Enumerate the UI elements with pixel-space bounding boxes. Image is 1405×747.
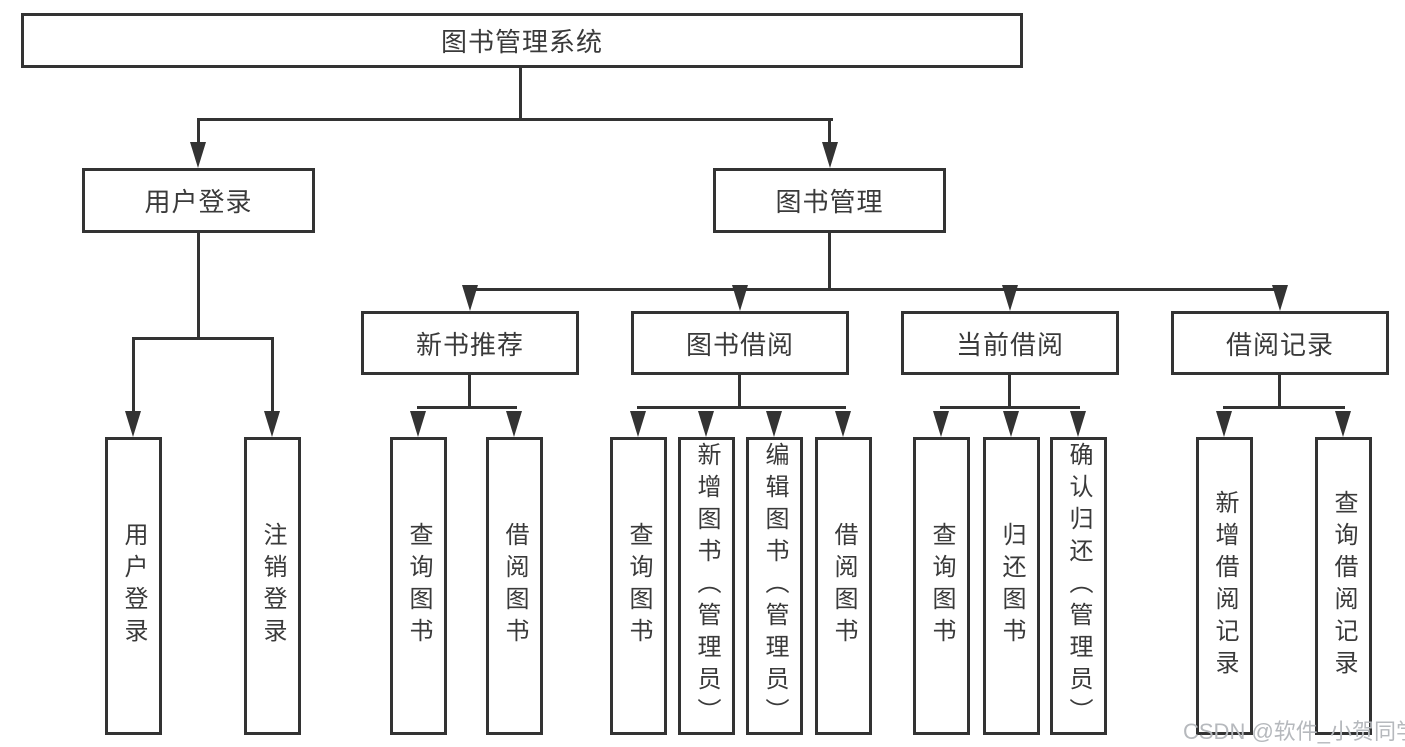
connector-line xyxy=(197,118,833,121)
arrow-down-icon xyxy=(506,411,522,437)
arrow-down-icon xyxy=(766,411,782,437)
connector-line xyxy=(197,232,200,340)
arrow-down-icon xyxy=(698,411,714,437)
leaf-records-add-borrow-record: 新增借阅记录 xyxy=(1196,437,1253,735)
arrow-down-icon xyxy=(1002,285,1018,311)
connector-line xyxy=(468,288,1282,291)
arrow-down-icon xyxy=(1272,285,1288,311)
connector-line xyxy=(519,68,522,121)
leaf-recommend-borrow-books: 借阅图书 xyxy=(486,437,543,735)
connector-line xyxy=(271,337,274,415)
leaf-user-login: 用户登录 xyxy=(105,437,162,735)
leaf-borrow-add-books-admin: 新增图书（管理员） xyxy=(678,437,735,735)
leaf-current-confirm-return-admin: 确认归还（管理员） xyxy=(1050,437,1107,735)
node-book-management: 图书管理 xyxy=(713,168,946,233)
connector-line xyxy=(468,374,471,409)
connector-line xyxy=(417,406,517,409)
connector-line xyxy=(637,406,846,409)
arrow-down-icon xyxy=(410,411,426,437)
node-borrow-records: 借阅记录 xyxy=(1171,311,1389,375)
arrow-down-icon xyxy=(835,411,851,437)
arrow-down-icon xyxy=(462,285,478,311)
arrow-down-icon xyxy=(1003,411,1019,437)
connector-line xyxy=(132,337,274,340)
connector-line xyxy=(1278,374,1281,409)
arrow-down-icon xyxy=(125,411,141,437)
node-current-borrow: 当前借阅 xyxy=(901,311,1119,375)
connector-line xyxy=(197,118,200,146)
leaf-logout: 注销登录 xyxy=(244,437,301,735)
connector-line xyxy=(828,232,831,291)
node-new-book-recommend: 新书推荐 xyxy=(361,311,579,375)
node-book-borrow: 图书借阅 xyxy=(631,311,849,375)
leaf-records-query-borrow-record: 查询借阅记录 xyxy=(1315,437,1372,735)
node-library-management-system: 图书管理系统 xyxy=(21,13,1023,68)
connector-line xyxy=(940,406,1080,409)
arrow-down-icon xyxy=(190,142,206,168)
arrow-down-icon xyxy=(732,285,748,311)
connector-line xyxy=(738,374,741,409)
arrow-down-icon xyxy=(822,142,838,168)
leaf-borrow-query-books: 查询图书 xyxy=(610,437,667,735)
arrow-down-icon xyxy=(264,411,280,437)
connector-line xyxy=(132,337,135,415)
leaf-borrow-borrow-books: 借阅图书 xyxy=(815,437,872,735)
connector-line xyxy=(828,118,831,146)
arrow-down-icon xyxy=(1335,411,1351,437)
arrow-down-icon xyxy=(1216,411,1232,437)
leaf-current-return-books: 归还图书 xyxy=(983,437,1040,735)
csdn-watermark: CSDN @软件_小贺同学 xyxy=(1183,719,1405,744)
node-user-login: 用户登录 xyxy=(82,168,315,233)
arrow-down-icon xyxy=(630,411,646,437)
leaf-current-query-books: 查询图书 xyxy=(913,437,970,735)
leaf-recommend-query-books: 查询图书 xyxy=(390,437,447,735)
arrow-down-icon xyxy=(933,411,949,437)
arrow-down-icon xyxy=(1070,411,1086,437)
connector-line xyxy=(1223,406,1345,409)
leaf-borrow-edit-books-admin: 编辑图书（管理员） xyxy=(746,437,803,735)
connector-line xyxy=(1008,374,1011,409)
